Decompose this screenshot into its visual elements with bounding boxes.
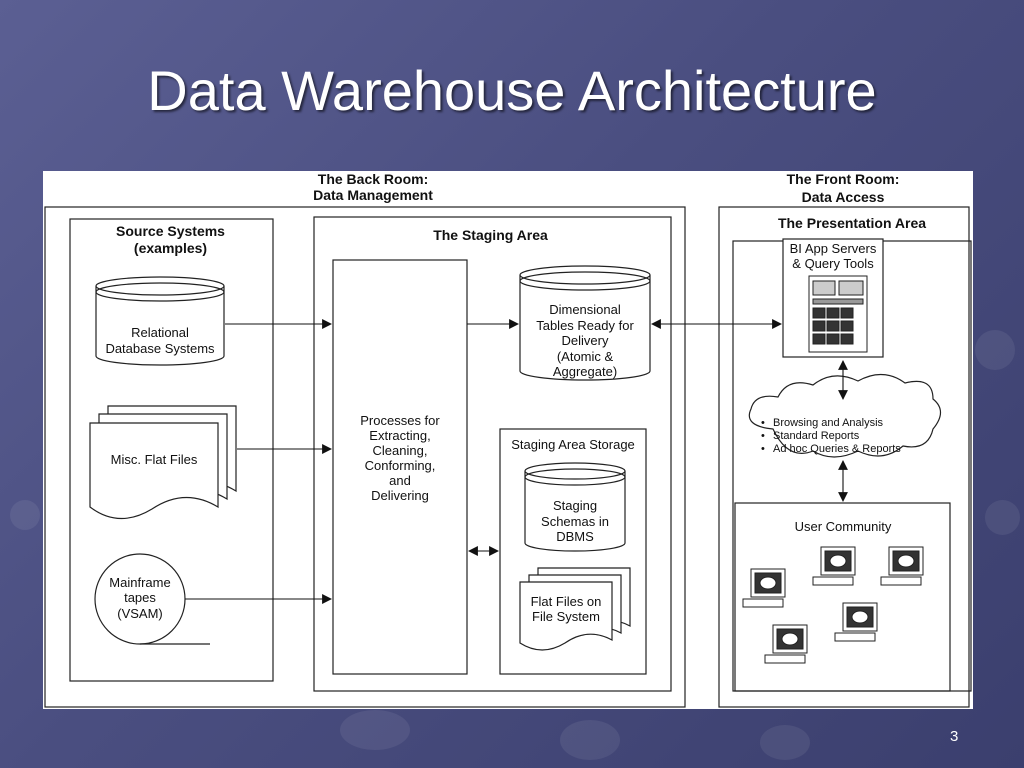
processes-label-line6: Delivering bbox=[371, 488, 429, 503]
flat-files-stack bbox=[89, 405, 237, 520]
processes-label-line2: Extracting, bbox=[369, 428, 431, 443]
background-bubble bbox=[560, 720, 620, 760]
staging-storage-box bbox=[499, 428, 647, 675]
bi-servers-label-line2: & Query Tools bbox=[792, 256, 874, 271]
background-bubble bbox=[760, 725, 810, 760]
staging-area-title: The Staging Area bbox=[433, 227, 548, 243]
source-systems-title-line1: Source Systems bbox=[116, 223, 225, 239]
background-bubble bbox=[10, 500, 40, 530]
staging-flat-files-line2: File System bbox=[532, 609, 600, 624]
processes-box bbox=[332, 259, 468, 675]
processes-label-line4: Conforming, bbox=[364, 458, 436, 473]
front-room-heading-line2: Data Access bbox=[801, 189, 885, 205]
dimensional-label-line1: Dimensional bbox=[549, 302, 621, 317]
staging-storage-title: Staging Area Storage bbox=[511, 437, 635, 452]
cloud-activities-list: Browsing and Analysis Standard Reports A… bbox=[761, 417, 941, 456]
background-bubble bbox=[340, 710, 410, 750]
mainframe-label-line1: Mainframe bbox=[109, 575, 171, 590]
dimensional-label-line2: Tables Ready for bbox=[536, 318, 634, 333]
staging-flat-files-stack bbox=[519, 567, 631, 651]
back-room-heading-line2: Data Management bbox=[313, 187, 433, 203]
architecture-diagram: The Back Room: Data Management The Front… bbox=[43, 171, 973, 709]
dimensional-label-line3: Delivery bbox=[561, 333, 609, 348]
staging-area-panel bbox=[313, 216, 672, 692]
mainframe-label-line3: (VSAM) bbox=[117, 606, 163, 621]
relational-db-label-line2: Database Systems bbox=[105, 341, 215, 356]
cloud-item-browsing: Browsing and Analysis bbox=[761, 417, 941, 430]
background-bubble bbox=[985, 500, 1020, 535]
presentation-area-title: The Presentation Area bbox=[777, 215, 927, 231]
back-room-frame bbox=[44, 206, 686, 708]
dimensional-label-line4: (Atomic & bbox=[556, 349, 614, 364]
cloud-item-standard-reports: Standard Reports bbox=[761, 430, 941, 443]
staging-flat-files-line1: Flat Files on bbox=[530, 594, 602, 609]
dimensional-tables-cylinder bbox=[519, 265, 651, 381]
staging-schemas-line2: Schemas in bbox=[541, 514, 609, 529]
cloud-item-adhoc-queries: Ad hoc Queries & Reports bbox=[761, 443, 941, 456]
mainframe-label-line2: tapes bbox=[124, 590, 156, 605]
bi-server-graphic bbox=[782, 238, 884, 358]
relational-db-cylinder bbox=[95, 276, 225, 366]
bi-servers-label-line1: BI App Servers bbox=[789, 241, 877, 256]
back-room-heading-line1: The Back Room: bbox=[317, 171, 429, 187]
slide-title: Data Warehouse Architecture bbox=[147, 59, 877, 122]
staging-schemas-line3: DBMS bbox=[556, 529, 594, 544]
dimensional-label-line5: Aggregate) bbox=[552, 364, 618, 379]
page-number: 3 bbox=[950, 728, 959, 745]
background-bubble bbox=[975, 330, 1015, 370]
computer-icons bbox=[742, 546, 924, 664]
relational-db-label-line1: Relational bbox=[131, 325, 189, 340]
source-systems-title-line2: (examples) bbox=[133, 240, 208, 256]
processes-label-line3: Cleaning, bbox=[372, 443, 428, 458]
user-community-label: User Community bbox=[794, 519, 892, 534]
front-room-frame bbox=[718, 206, 970, 708]
source-systems-panel bbox=[69, 218, 274, 682]
flat-files-label: Misc. Flat Files bbox=[110, 452, 198, 467]
staging-schemas-line1: Staging bbox=[552, 498, 598, 513]
front-room-heading-line1: The Front Room: bbox=[786, 171, 900, 187]
staging-schemas-cylinder bbox=[524, 462, 626, 552]
processes-label-line5: and bbox=[389, 473, 411, 488]
user-community-panel bbox=[734, 502, 951, 692]
processes-label-line1: Processes for bbox=[360, 413, 440, 428]
flow-arrows bbox=[185, 319, 848, 604]
